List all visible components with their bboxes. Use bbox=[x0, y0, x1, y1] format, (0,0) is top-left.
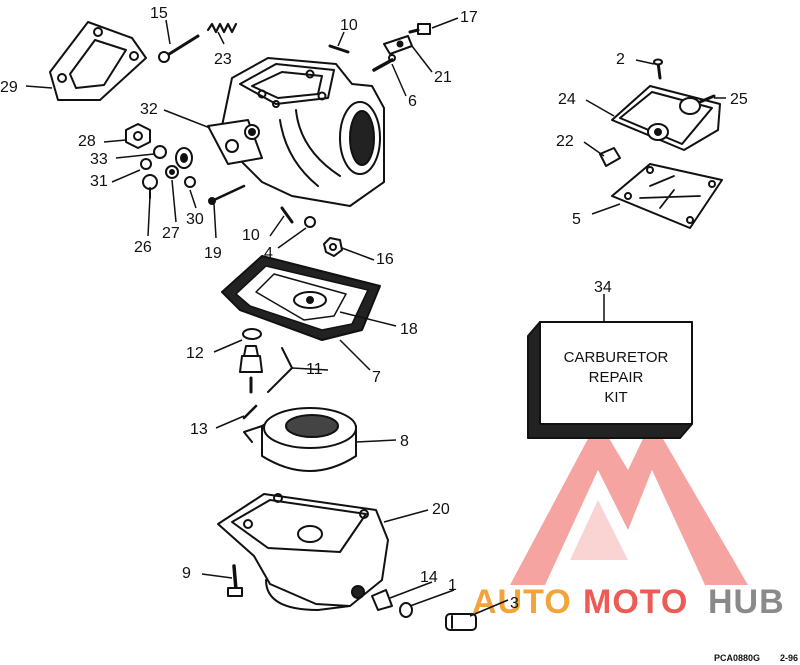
callout-17: 17 bbox=[460, 9, 478, 26]
callout-34: 34 bbox=[594, 279, 612, 296]
reference-code: PCA0880G bbox=[714, 653, 760, 663]
callout-6: 6 bbox=[408, 93, 417, 110]
screw-26-drawing bbox=[142, 174, 158, 199]
link-21-drawing bbox=[383, 35, 413, 55]
callout-1: 1 bbox=[448, 577, 457, 594]
callout-4: 4 bbox=[264, 245, 273, 262]
callout-11: 11 bbox=[306, 361, 323, 378]
fitting-16-drawing bbox=[323, 237, 343, 257]
callout-29: 29 bbox=[0, 79, 18, 96]
callout-labels: 15 23 10 17 21 6 29 32 28 33 31 26 27 30… bbox=[0, 5, 748, 612]
watermark-moto: MOTO bbox=[583, 583, 688, 621]
callout-3: 3 bbox=[510, 595, 519, 612]
callout-8: 8 bbox=[400, 433, 409, 450]
float-pin-13-drawing bbox=[242, 404, 258, 420]
watermark-text: AUTO MOTO HUB bbox=[472, 583, 785, 621]
callout-9: 9 bbox=[182, 565, 191, 582]
screw-2-drawing bbox=[653, 58, 663, 80]
callout-10b: 10 bbox=[242, 227, 260, 244]
screw-14-drawing bbox=[371, 589, 393, 611]
needle-19-drawing bbox=[208, 184, 246, 205]
callout-26: 26 bbox=[134, 239, 152, 256]
callout-24: 24 bbox=[558, 91, 576, 108]
callout-13: 13 bbox=[190, 421, 208, 438]
ring-33-drawing bbox=[153, 145, 167, 159]
callout-18: 18 bbox=[400, 321, 418, 338]
callout-27: 27 bbox=[162, 225, 180, 242]
callout-20: 20 bbox=[432, 501, 450, 518]
gasket-18-drawing bbox=[255, 273, 347, 321]
washer-1-drawing bbox=[399, 602, 413, 618]
callout-2: 2 bbox=[616, 51, 625, 68]
nut-28-drawing bbox=[125, 123, 151, 149]
watermark-triangle-inner bbox=[570, 500, 628, 560]
washer-27-drawing bbox=[165, 165, 179, 179]
watermark-triangle-outer bbox=[510, 420, 748, 585]
leader-lines bbox=[25, 17, 726, 617]
washer-12-drawing bbox=[242, 328, 262, 340]
kit-line-2: REPAIR bbox=[589, 369, 644, 386]
callout-7: 7 bbox=[372, 369, 381, 386]
carburetor-body-drawing bbox=[207, 57, 385, 207]
ball-31-drawing bbox=[140, 158, 152, 170]
callout-31: 31 bbox=[90, 173, 108, 190]
float-8-drawing bbox=[243, 407, 357, 472]
callout-32: 32 bbox=[140, 101, 158, 118]
watermark-auto: AUTO bbox=[472, 583, 572, 621]
float-bowl-20-drawing bbox=[217, 493, 389, 611]
watermark-hub: HUB bbox=[708, 583, 785, 621]
callout-12: 12 bbox=[186, 345, 204, 362]
spring-23-drawing bbox=[206, 22, 238, 34]
bushing-32-drawing bbox=[175, 147, 193, 169]
repair-kit-box-text: CARBURETOR REPAIR KIT bbox=[564, 349, 669, 406]
callout-5: 5 bbox=[572, 211, 581, 228]
screw-6-drawing bbox=[372, 54, 396, 72]
kit-line-1: CARBURETOR bbox=[564, 349, 669, 366]
screw-9-drawing bbox=[227, 564, 243, 597]
reference-date: 2-96 bbox=[780, 653, 798, 663]
watermark-logo bbox=[510, 420, 748, 585]
callout-19: 19 bbox=[204, 245, 222, 262]
kit-line-3: KIT bbox=[604, 389, 627, 406]
screw-17-drawing bbox=[408, 23, 431, 35]
oring-4-drawing bbox=[304, 216, 316, 228]
plug-3-drawing bbox=[445, 613, 477, 631]
fitting-22-drawing bbox=[599, 147, 621, 167]
pin-10b-drawing bbox=[280, 206, 294, 224]
callout-25: 25 bbox=[730, 91, 748, 108]
callout-15: 15 bbox=[150, 5, 168, 22]
callout-21: 21 bbox=[434, 69, 452, 86]
callout-28: 28 bbox=[78, 133, 96, 150]
callout-33: 33 bbox=[90, 151, 108, 168]
screw-15-drawing bbox=[158, 34, 200, 63]
callout-22: 22 bbox=[556, 133, 574, 150]
pin-10a-drawing bbox=[328, 44, 350, 54]
callout-10a: 10 bbox=[340, 17, 358, 34]
callout-14: 14 bbox=[420, 569, 438, 586]
pump-cover-24-drawing bbox=[611, 85, 721, 151]
callout-30: 30 bbox=[186, 211, 204, 228]
flange-gasket-drawing bbox=[49, 21, 147, 101]
washer-30-drawing bbox=[184, 176, 196, 188]
reference-footer: PCA0880G 2-96 bbox=[714, 653, 798, 663]
callout-23: 23 bbox=[214, 51, 232, 68]
pump-diaphragm-5-drawing bbox=[611, 163, 723, 229]
needle-seat-11-drawing bbox=[239, 345, 293, 394]
callout-16: 16 bbox=[376, 251, 394, 268]
repair-kit-box-34-drawing bbox=[527, 321, 693, 439]
